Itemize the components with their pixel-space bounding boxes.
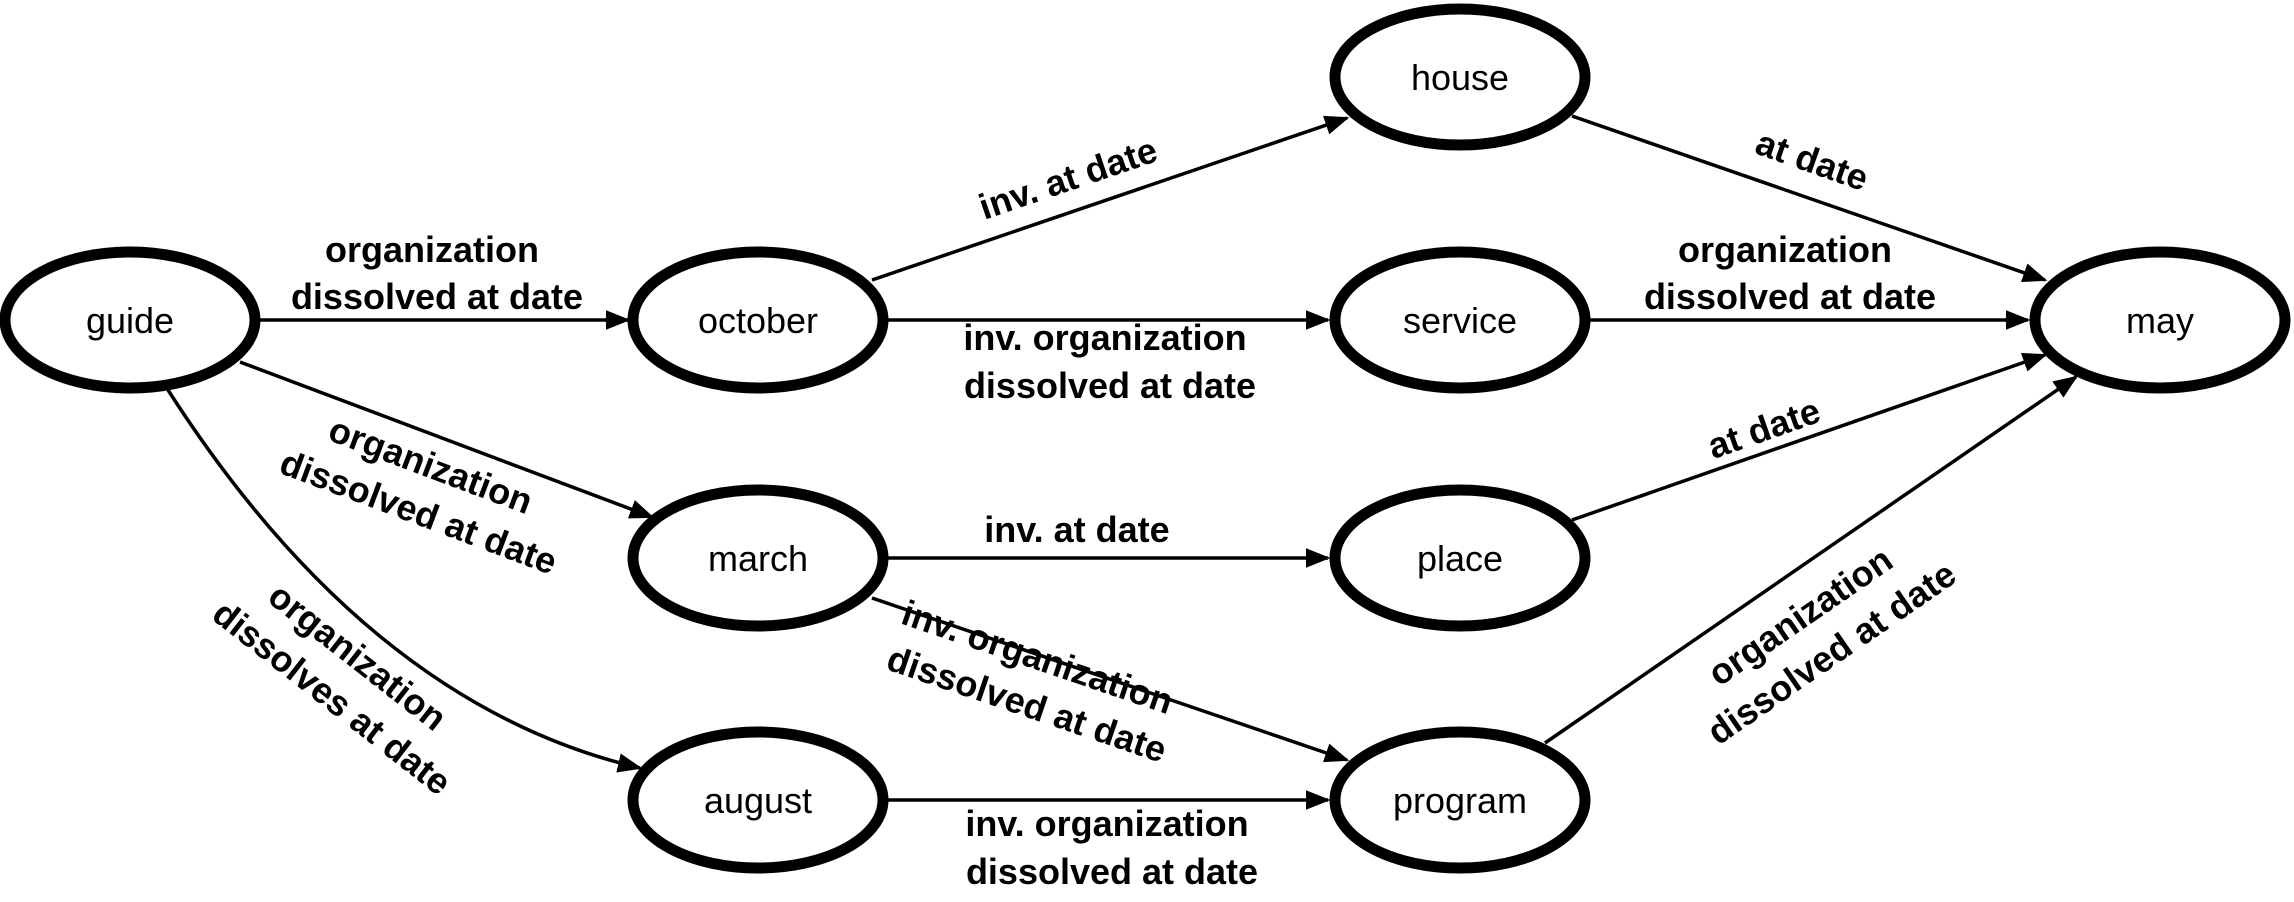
node-label-program: program [1393,780,1527,821]
edge-label-line: inv. organization [963,317,1246,358]
node-october: october [627,246,889,394]
edge-label-march-program: inv. organization dissolved at date [881,592,1187,771]
edge-label-guide-august: organization dissolves at date [205,554,488,803]
edge-guide-october: organization dissolved at date [255,229,631,330]
edge-label-line: at date [1702,390,1825,467]
edge-label-march-place: inv. at date [984,509,1169,550]
node-august: august [627,726,889,874]
node-service: service [1329,246,1591,394]
edge-march-program: inv. organization dissolved at date [871,592,1350,771]
node-may: may [2029,246,2291,394]
node-house: house [1329,3,1591,151]
node-march: march [627,484,889,632]
edge-label-place-may: at date [1702,390,1825,467]
edge-label-october-service: inv. organization dissolved at date [963,317,1256,406]
edge-october-house: inv. at date [871,115,1350,282]
edge-label-line: at date [1751,122,1874,199]
node-program: program [1329,726,1591,874]
edge-label-guide-october: organization dissolved at date [291,229,583,317]
edge-label-line: dissolved at date [966,851,1258,892]
edge-label-line: organization [325,229,539,270]
edge-august-program: inv. organization dissolved at date [887,790,1331,892]
edge-label-line: dissolved at date [964,365,1256,406]
node-label-march: march [708,538,808,579]
edge-march-place: inv. at date [887,509,1331,568]
node-label-house: house [1411,57,1509,98]
edge-label-august-program: inv. organization dissolved at date [965,803,1258,892]
edge-label-line: inv. organization [965,803,1248,844]
node-label-place: place [1417,538,1503,579]
edge-service-may: organization dissolved at date [1587,229,2031,330]
node-label-october: october [698,300,818,341]
edge-place-may: at date [1571,353,2048,522]
edge-guide-march: organization dissolved at date [239,360,655,582]
edge-label-house-may: at date [1751,122,1874,199]
node-place: place [1329,484,1591,632]
edge-label-line: dissolved at date [1644,276,1936,317]
edge-label-service-may: organization dissolved at date [1644,229,1936,317]
node-label-service: service [1403,300,1517,341]
node-label-august: august [704,780,812,821]
edge-october-service: inv. organization dissolved at date [887,310,1331,406]
node-label-guide: guide [86,300,174,341]
edge-label-guide-march: organization dissolved at date [275,396,580,582]
edge-label-line: organization [1678,229,1892,270]
node-label-may: may [2126,300,2194,341]
edge-label-line: dissolved at date [291,276,583,317]
edge-label-line: inv. at date [984,509,1169,550]
edge-label-program-may: organization dissolved at date [1672,513,1963,752]
node-guide: guide [0,246,261,394]
